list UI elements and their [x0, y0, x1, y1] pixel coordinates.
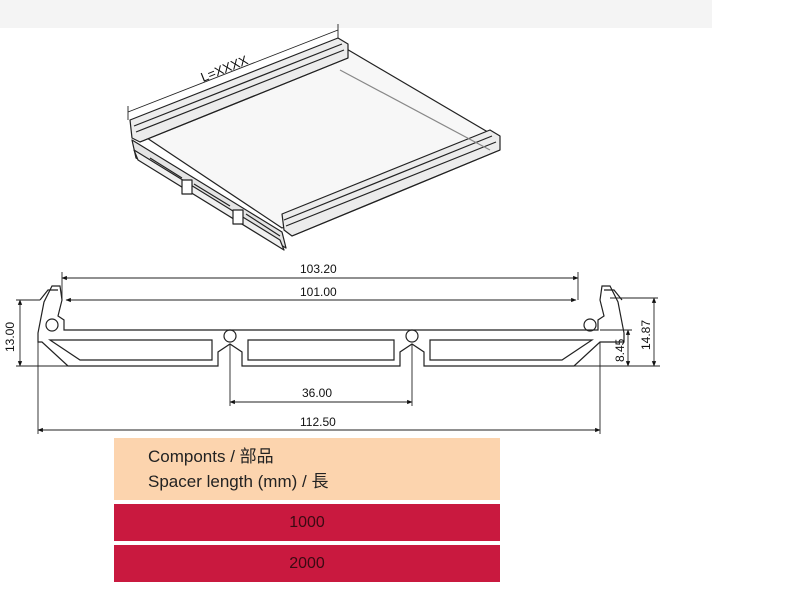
table-row: 2000	[114, 545, 500, 582]
dim-overall-width: 112.50	[300, 415, 336, 429]
header-length-label: Spacer length (mm) / 長	[148, 472, 329, 491]
dim-right-inner-height: 8.45	[613, 338, 627, 362]
divider	[114, 500, 500, 504]
top-band	[0, 0, 712, 28]
dim-inner-top-width: 103.20	[300, 262, 337, 276]
profile-drawing: L=XXXX	[3, 24, 660, 434]
dim-inner-width: 101.00	[300, 285, 337, 299]
divider	[114, 541, 500, 545]
table-row: 1000	[114, 504, 500, 541]
dim-right-outer-height: 14.87	[639, 320, 653, 350]
spec-table: Componts / 部品 Spacer length (mm) / 長 100…	[114, 438, 500, 582]
dim-center-spacing: 36.00	[302, 386, 332, 400]
spec-table-header: Componts / 部品 Spacer length (mm) / 長	[114, 438, 500, 500]
dimension-lines	[16, 272, 660, 434]
dim-left-height: 13.00	[3, 322, 17, 352]
header-components-label: Componts / 部品	[148, 447, 274, 466]
isometric-view	[127, 24, 501, 251]
cross-section	[37, 285, 625, 367]
